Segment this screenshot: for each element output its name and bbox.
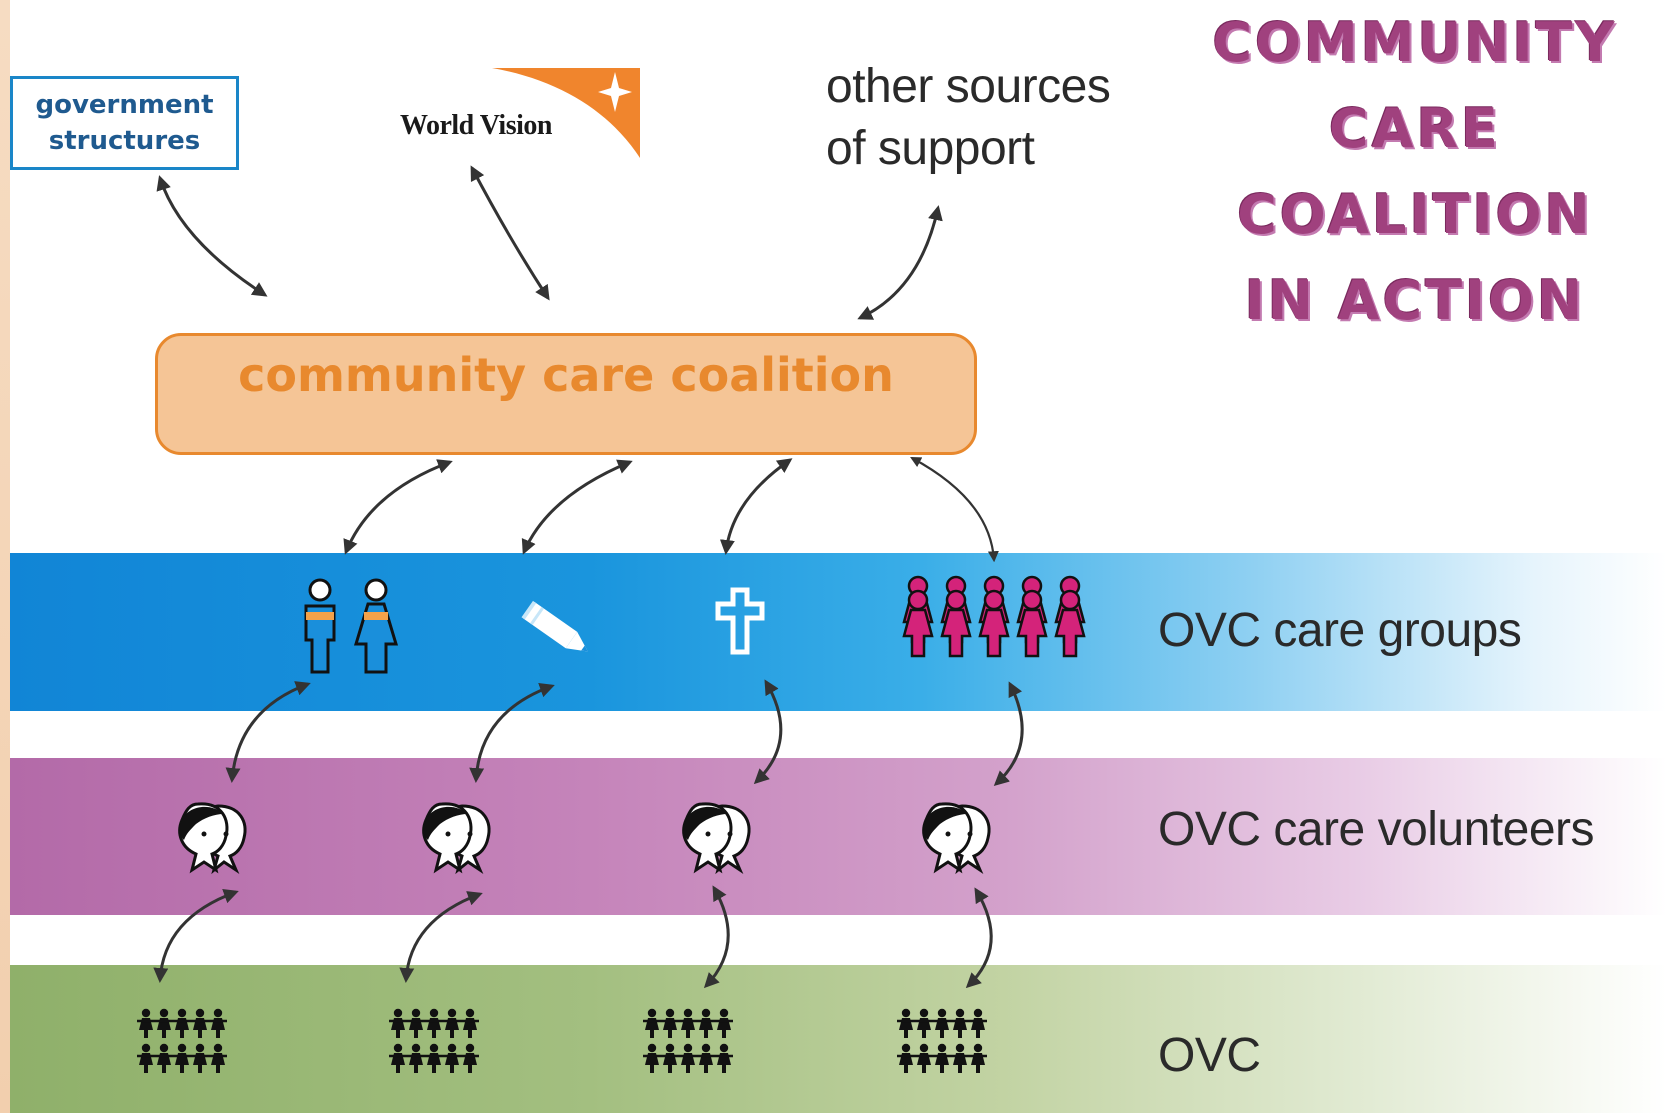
other-line-1: other sources bbox=[826, 60, 1111, 113]
arrow-wv-coalition bbox=[470, 165, 550, 301]
arrow-group-volunteer-2 bbox=[469, 683, 555, 783]
coalition-label: community care coalition bbox=[238, 348, 894, 402]
world-vision-logo-icon bbox=[492, 68, 640, 158]
volunteers-band bbox=[10, 758, 1667, 915]
arrow-gov-coalition bbox=[156, 175, 268, 297]
left-edge-strip bbox=[0, 0, 10, 1113]
community-care-coalition-box: community care coalition bbox=[155, 333, 977, 455]
arrow-group-volunteer-3 bbox=[753, 679, 783, 785]
arrow-coalition-group-2 bbox=[521, 459, 633, 555]
arrow-group-volunteer-4 bbox=[993, 681, 1024, 787]
ovc-label: OVC bbox=[1158, 1029, 1261, 1082]
children-group-icon bbox=[897, 1009, 987, 1073]
arrow-group-volunteer-1 bbox=[225, 681, 311, 783]
cross-icon bbox=[715, 587, 765, 655]
arrow-coalition-group-4 bbox=[910, 456, 999, 563]
gov-line-1: government bbox=[35, 90, 214, 120]
children-group-icon bbox=[137, 1009, 227, 1073]
arrow-volunteer-ovc-3 bbox=[703, 885, 730, 989]
pencil-icon bbox=[521, 600, 588, 652]
arrow-other-coalition bbox=[857, 205, 943, 320]
title-line-2: CARE bbox=[1329, 97, 1501, 160]
title-line-1: COMMUNITY bbox=[1212, 11, 1618, 74]
two-faces-icon bbox=[681, 802, 751, 872]
arrow-volunteer-ovc-4 bbox=[965, 887, 993, 989]
arrow-coalition-group-1 bbox=[343, 459, 453, 555]
arrow-coalition-group-3 bbox=[719, 458, 793, 555]
man-woman-icon bbox=[304, 578, 399, 674]
children-group-icon bbox=[643, 1009, 733, 1073]
children-group-icon bbox=[389, 1009, 479, 1073]
two-faces-icon bbox=[921, 802, 991, 872]
title-line-3: COALITION bbox=[1237, 183, 1593, 246]
arrow-volunteer-ovc-1 bbox=[153, 889, 239, 983]
care-groups-label: OVC care groups bbox=[1158, 604, 1522, 657]
two-faces-icon bbox=[421, 802, 491, 872]
two-faces-icon bbox=[177, 802, 247, 872]
gov-line-2: structures bbox=[48, 126, 201, 156]
other-sources-text: other sources of support bbox=[826, 56, 1111, 180]
women-group-icon bbox=[902, 575, 1086, 658]
arrow-volunteer-ovc-2 bbox=[399, 891, 483, 983]
world-vision-text: World Vision bbox=[400, 110, 552, 141]
title-line-4: IN ACTION bbox=[1244, 269, 1586, 332]
diagram-title: COMMUNITY CARE COALITION IN ACTION bbox=[1185, 0, 1645, 344]
ovc-band bbox=[10, 965, 1667, 1113]
government-structures-box: government structures bbox=[10, 76, 239, 170]
other-line-2: of support bbox=[826, 122, 1035, 175]
volunteers-label: OVC care volunteers bbox=[1158, 803, 1595, 856]
